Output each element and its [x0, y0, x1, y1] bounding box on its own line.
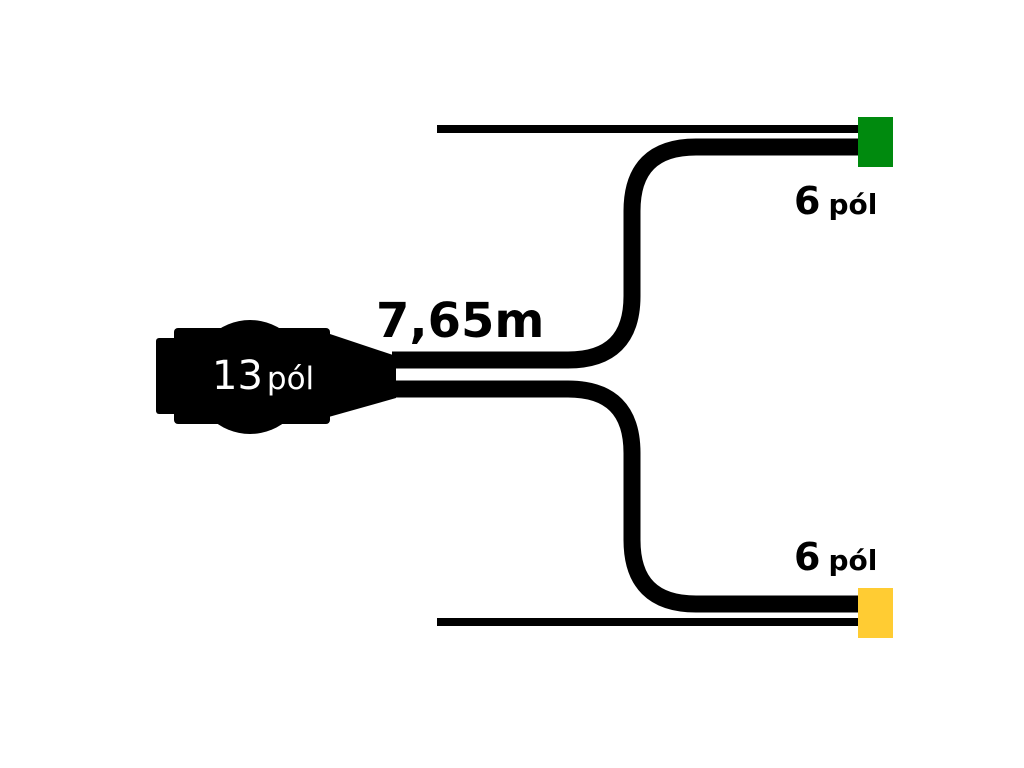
main-connector-number: 13 — [212, 353, 263, 399]
branch-top-number: 6 — [794, 179, 821, 223]
trailer-plug-icon — [156, 320, 396, 434]
branch-top-unit: pól — [828, 188, 878, 221]
main-connector-unit: pól — [266, 361, 315, 397]
cable-branch-top — [392, 138, 862, 369]
cable-branch-bottom — [392, 380, 862, 613]
cable-length-label: 7,65m — [376, 293, 545, 349]
green-connector-icon — [858, 117, 893, 167]
yellow-connector-icon — [858, 588, 893, 638]
branch-bottom-number: 6 — [794, 535, 821, 579]
branch-bottom-unit: pól — [828, 544, 878, 577]
